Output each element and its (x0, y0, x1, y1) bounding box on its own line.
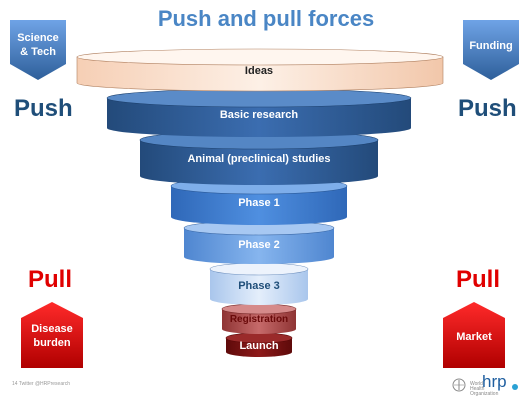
stage-registration-label: Registration (230, 314, 288, 325)
hrp-logo: hrp (482, 372, 507, 391)
science-tech-label: Science & Tech (8, 31, 68, 59)
disease-burden-label: Disease burden (19, 322, 85, 350)
stage-ideas: Ideas (76, 48, 444, 92)
stage-phase-3-label: Phase 3 (238, 280, 280, 292)
stage-basic-research-label: Basic research (220, 109, 299, 121)
who-text: World Health Organization (470, 381, 499, 397)
slide-footer: 14 Twitter @HRPresearch (12, 381, 71, 387)
push-left-label: Push (14, 95, 73, 122)
up-arrow-icon (21, 302, 83, 368)
stage-animal-studies: Animal (preclinical) studies (139, 130, 379, 185)
disease-burden-arrow: Disease burden (19, 302, 85, 370)
push-right-label: Push (458, 95, 517, 122)
science-tech-label-text: Science & Tech (17, 32, 59, 58)
market-arrow: Market (441, 302, 507, 370)
stage-launch: Launch (225, 332, 293, 357)
stage-basic-research: Basic research (106, 88, 412, 137)
pull-right-label: Pull (456, 266, 501, 293)
stage-launch-label: Launch (239, 340, 278, 352)
funding-arrow: Funding (461, 20, 521, 82)
stage-phase-2-label: Phase 2 (238, 239, 280, 251)
disease-burden-label-text: Disease burden (31, 323, 73, 349)
stage-registration: Registration (221, 303, 297, 334)
market-label: Market (456, 331, 492, 343)
hrp-logo-dot (512, 384, 518, 390)
stage-ideas-label: Ideas (245, 65, 273, 77)
stage-phase-2: Phase 2 (183, 220, 335, 264)
up-arrow-icon (443, 302, 505, 368)
down-arrow-icon (463, 20, 519, 80)
pull-left-label: Pull (28, 266, 73, 293)
stage-phase-1: Phase 1 (170, 177, 348, 225)
stage-animal-studies-label: Animal (preclinical) studies (187, 153, 330, 165)
science-tech-arrow: Science & Tech (8, 20, 68, 82)
stage-phase-3: Phase 3 (209, 262, 309, 305)
down-arrow-icon (10, 20, 66, 80)
funding-label: Funding (469, 40, 513, 52)
page-title: Push and pull forces (157, 6, 375, 31)
who-emblem-icon (452, 378, 466, 397)
stage-phase-1-label: Phase 1 (238, 197, 280, 209)
